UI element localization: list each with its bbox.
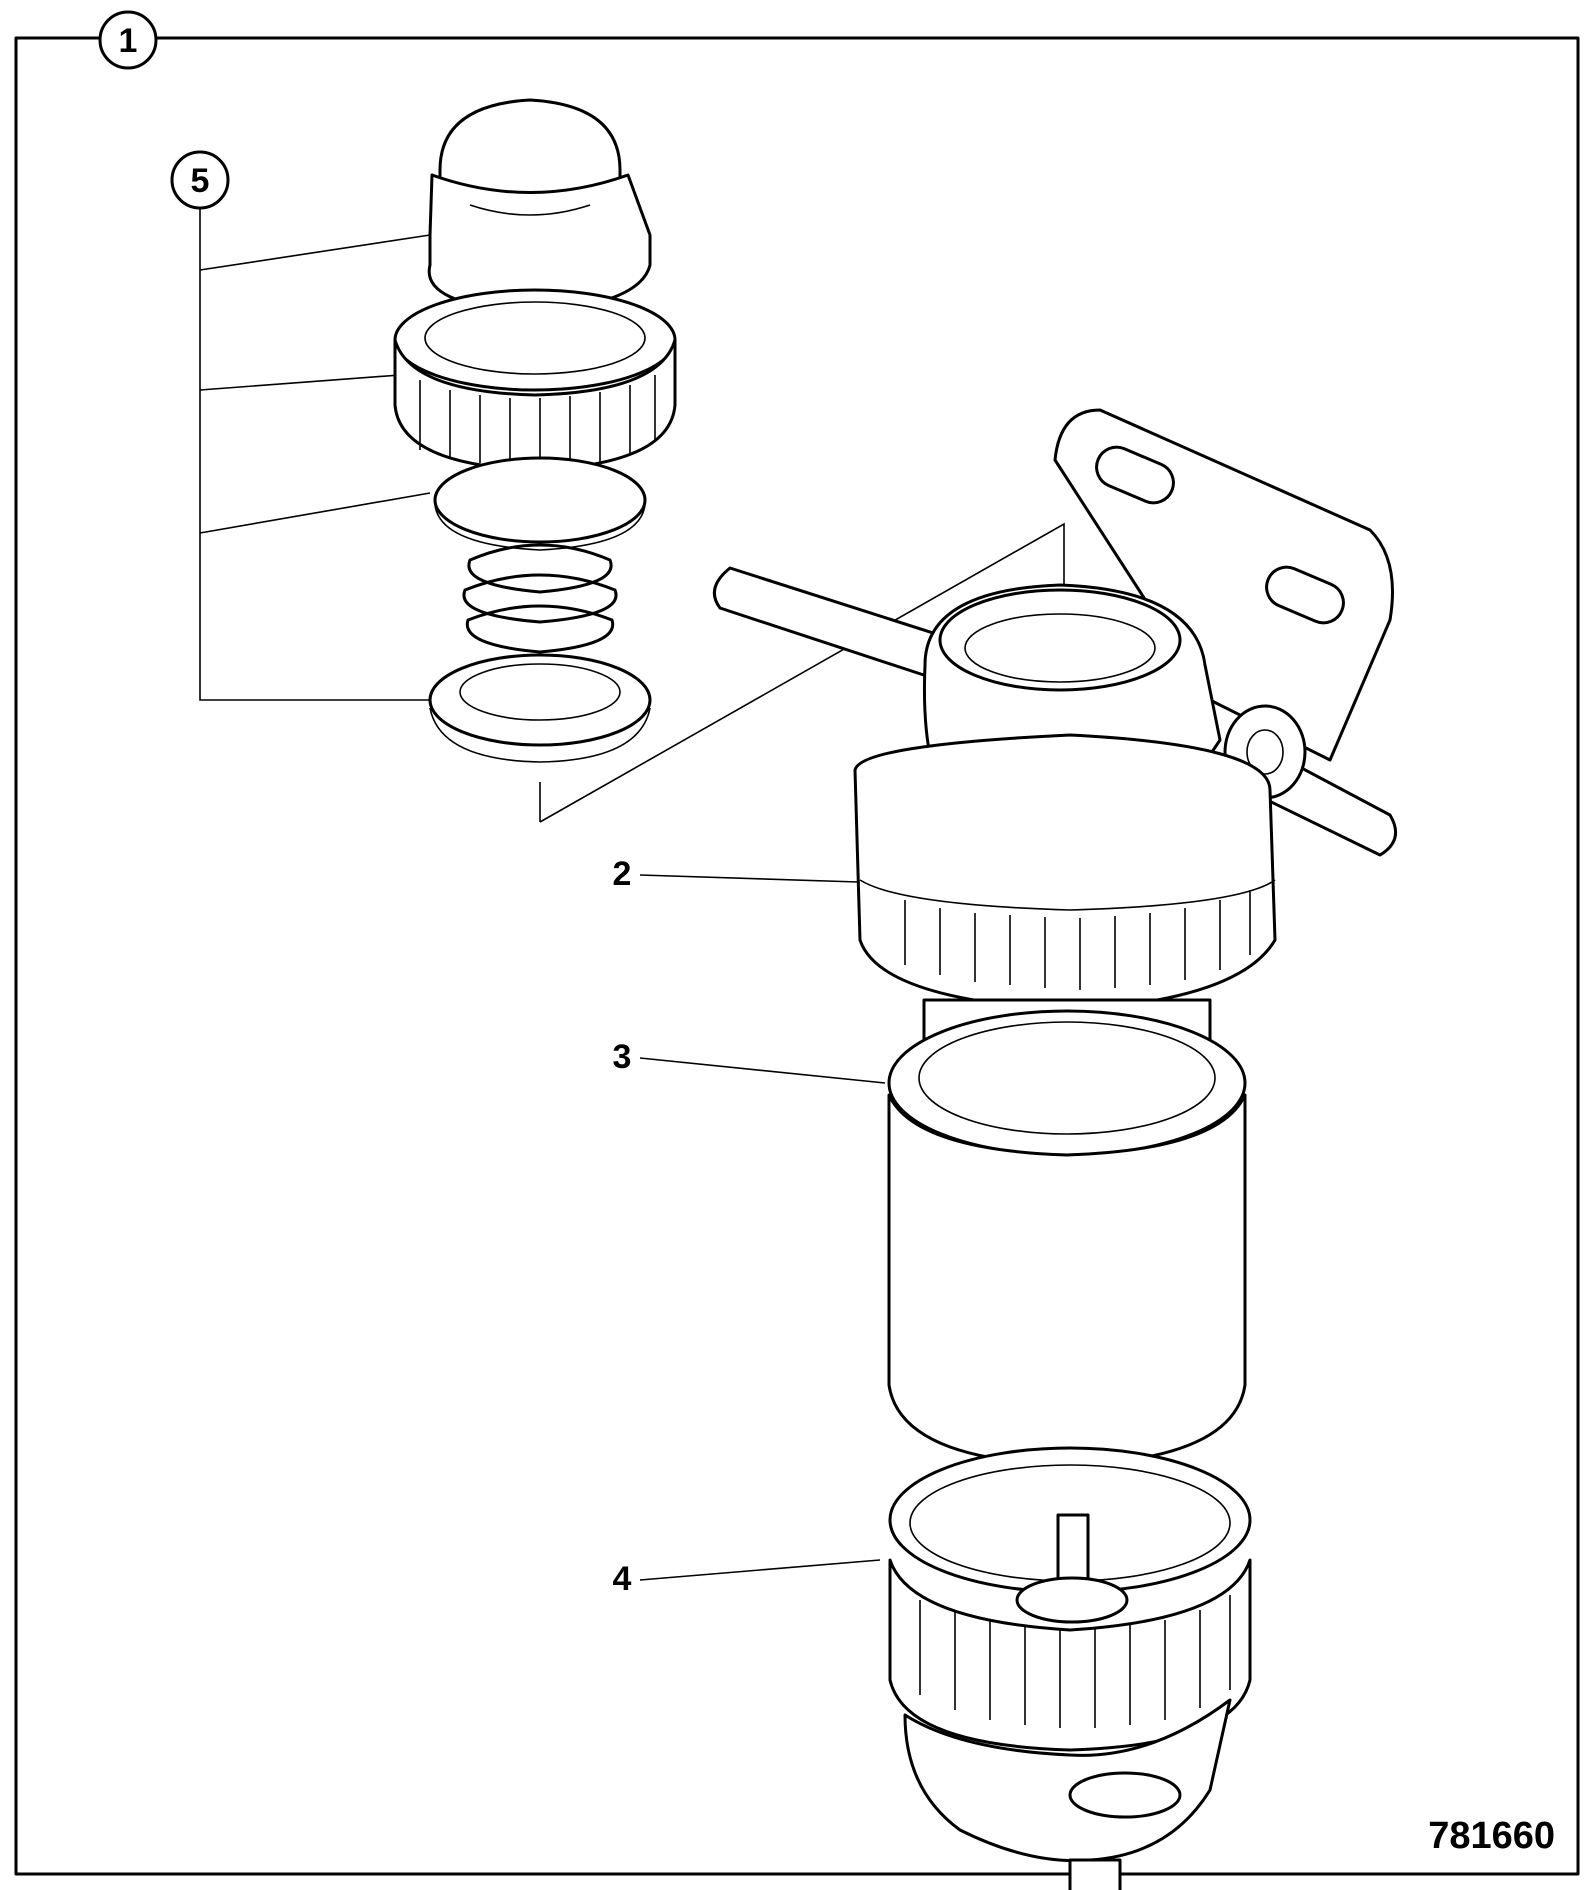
callout-1-label: 1	[119, 22, 138, 60]
callout-5: 5	[170, 150, 431, 701]
spring-part	[462, 543, 618, 654]
ring-nut-part	[393, 288, 677, 472]
callout-3-label: 3	[613, 1038, 632, 1076]
filter-element-part	[887, 998, 1247, 1467]
seal-cup-part	[428, 653, 652, 763]
callout-1: 1	[98, 10, 158, 70]
water-bowl-part	[888, 1446, 1252, 1890]
callout-3: 3	[613, 1038, 886, 1084]
callout-4-label: 4	[613, 1560, 632, 1598]
callout-2-label: 2	[613, 855, 632, 893]
figure-number: 781660	[1428, 1815, 1555, 1857]
diagram-frame	[14, 36, 1580, 1876]
callout-5-label: 5	[191, 162, 210, 200]
filter-head-part	[712, 408, 1398, 1012]
washer-part	[433, 456, 647, 551]
callout-2: 2	[613, 855, 859, 893]
callout-4: 4	[613, 1559, 881, 1598]
cap-part	[427, 98, 652, 314]
